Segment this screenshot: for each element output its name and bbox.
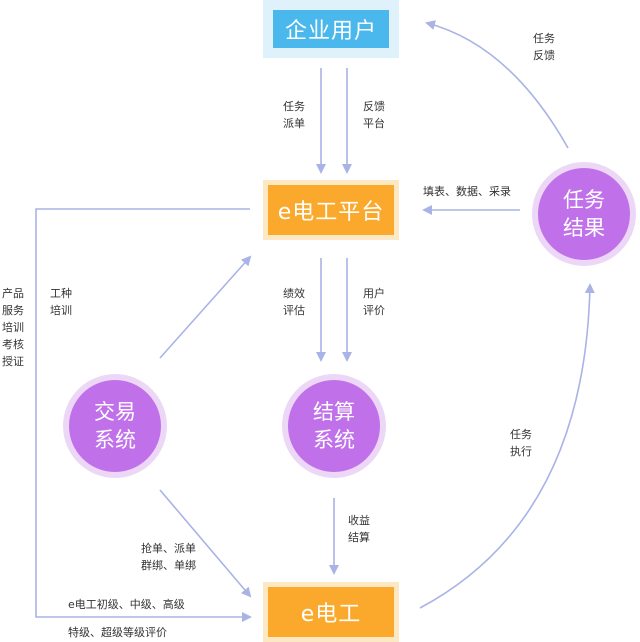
label-task-feedback-2: 反馈: [533, 49, 555, 62]
arrow-task-exec: [419, 283, 595, 609]
platform-node: e电工平台: [263, 180, 399, 240]
arrow-training: [159, 255, 252, 359]
label-training-1: 工种: [50, 287, 72, 300]
label-fill-data-1: 填表、数据、采录: [423, 185, 511, 198]
enterprise-user-label: 企业用户: [284, 19, 377, 44]
label-user-review-2: 评价: [363, 304, 385, 317]
platform-label: e电工平台: [277, 200, 385, 225]
label-levels-2: 特级、超级等级评价: [68, 624, 167, 641]
label-task-exec-1: 任务: [510, 428, 532, 441]
label-task-feedback: 任务 反馈: [533, 30, 555, 64]
worker-label: e电工: [300, 602, 362, 627]
label-levels-2-text: 特级、超级等级评价: [68, 626, 167, 639]
label-feedback-platform: 反馈 平台: [363, 98, 385, 132]
task-result-node: 任务 结果: [532, 162, 636, 266]
arrow-product-service: [35, 208, 252, 622]
label-task-dispatch-1: 任务: [283, 100, 305, 113]
settle-system-line1: 结算: [313, 400, 355, 424]
enterprise-user-node: 企业用户: [263, 0, 399, 58]
label-grab-order-2: 群绑、单绑: [141, 559, 196, 572]
label-product-service: 产品 服务 培训 考核 授证: [2, 285, 24, 370]
label-income-1: 收益: [348, 514, 370, 527]
arrow-grab-order: [159, 489, 252, 598]
label-levels-1-text: e电工初级、中级、高级: [68, 598, 185, 611]
label-task-exec-2: 执行: [510, 445, 532, 458]
label-feedback-platform-2: 平台: [363, 117, 385, 130]
label-performance: 绩效 评估: [283, 285, 305, 319]
label-task-feedback-1: 任务: [533, 32, 555, 45]
label-performance-2: 评估: [283, 304, 305, 317]
label-income: 收益 结算: [348, 512, 370, 546]
label-product-service-4: 考核: [2, 338, 24, 351]
label-product-service-3: 培训: [2, 321, 24, 334]
label-task-dispatch: 任务 派单: [283, 98, 305, 132]
label-product-service-1: 产品: [2, 287, 24, 300]
label-task-dispatch-2: 派单: [283, 117, 305, 130]
label-user-review-1: 用户: [363, 287, 385, 300]
trade-system-line2: 系统: [94, 428, 136, 452]
task-result-line2: 结果: [563, 216, 605, 240]
label-training-2: 培训: [50, 304, 72, 317]
label-product-service-2: 服务: [2, 304, 24, 317]
trade-system-line1: 交易: [94, 400, 136, 424]
worker-node: e电工: [263, 582, 399, 642]
label-income-2: 结算: [348, 531, 370, 544]
label-product-service-5: 授证: [2, 355, 24, 368]
label-grab-order-1: 抢单、派单: [141, 542, 196, 555]
label-task-exec: 任务 执行: [510, 426, 532, 460]
label-grab-order: 抢单、派单 群绑、单绑: [141, 540, 196, 574]
arrow-task-feedback: [425, 20, 569, 149]
settle-system-line2: 系统: [313, 428, 355, 452]
task-result-line1: 任务: [563, 188, 605, 212]
label-levels-1: e电工初级、中级、高级: [68, 596, 185, 613]
label-feedback-platform-1: 反馈: [363, 100, 385, 113]
label-fill-data: 填表、数据、采录: [423, 183, 511, 200]
label-performance-1: 绩效: [283, 287, 305, 300]
trade-system-node: 交易 系统: [63, 374, 167, 478]
label-training: 工种 培训: [50, 285, 72, 319]
label-user-review: 用户 评价: [363, 285, 385, 319]
settle-system-node: 结算 系统: [282, 374, 386, 478]
